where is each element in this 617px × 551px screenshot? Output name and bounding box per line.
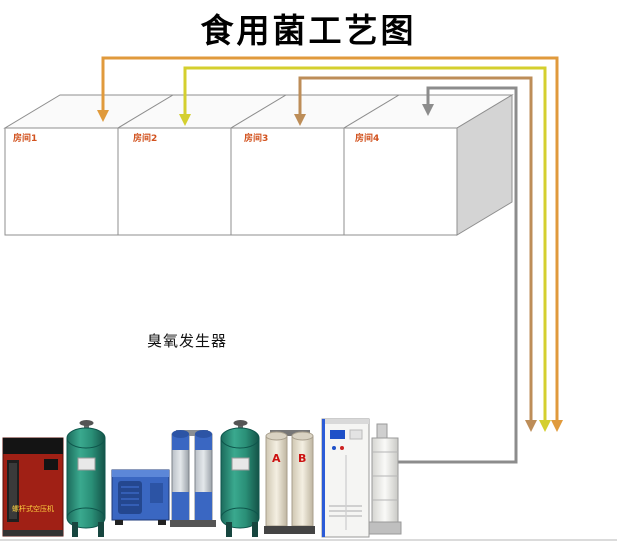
adsorption-dryer-towers	[170, 430, 216, 527]
room-1-label: 房间1	[13, 134, 38, 144]
tower-b-letter: B	[298, 452, 307, 465]
arrow-into-room1	[97, 110, 109, 122]
ozone-generator-cabinet	[321, 418, 370, 538]
room-2-label: 房间2	[133, 134, 158, 144]
refrigerated-air-dryer	[111, 469, 170, 525]
pipe-room2-yellow	[179, 66, 551, 432]
tower-a-letter: A	[272, 452, 281, 465]
mushroom-rooms-block	[3, 94, 514, 236]
arrow-tan-down	[525, 420, 537, 432]
air-storage-tank-2	[220, 420, 260, 537]
air-storage-tank-1	[66, 420, 106, 537]
arrow-into-room2	[179, 114, 191, 126]
ozone-reactor-tower	[368, 423, 402, 535]
room-3-label: 房间3	[244, 134, 269, 144]
pipe-room3-tan	[294, 76, 537, 432]
arrow-yellow-down	[539, 420, 551, 432]
oxygen-ab-towers	[264, 430, 315, 534]
arrow-orange-down	[551, 420, 563, 432]
ozone-generator-label: 臭氧发生器	[147, 332, 228, 350]
pipe-room4-gray	[396, 86, 518, 464]
arrow-into-room4	[422, 104, 434, 116]
screw-air-compressor	[2, 437, 64, 537]
room-4-label: 房间4	[355, 134, 380, 144]
compressor-nameplate-text: 螺杆式空压机	[12, 505, 54, 513]
page-title: 食用菌工艺图	[200, 11, 417, 50]
arrow-into-room3	[294, 114, 306, 126]
pipe-room1-orange	[97, 56, 563, 432]
